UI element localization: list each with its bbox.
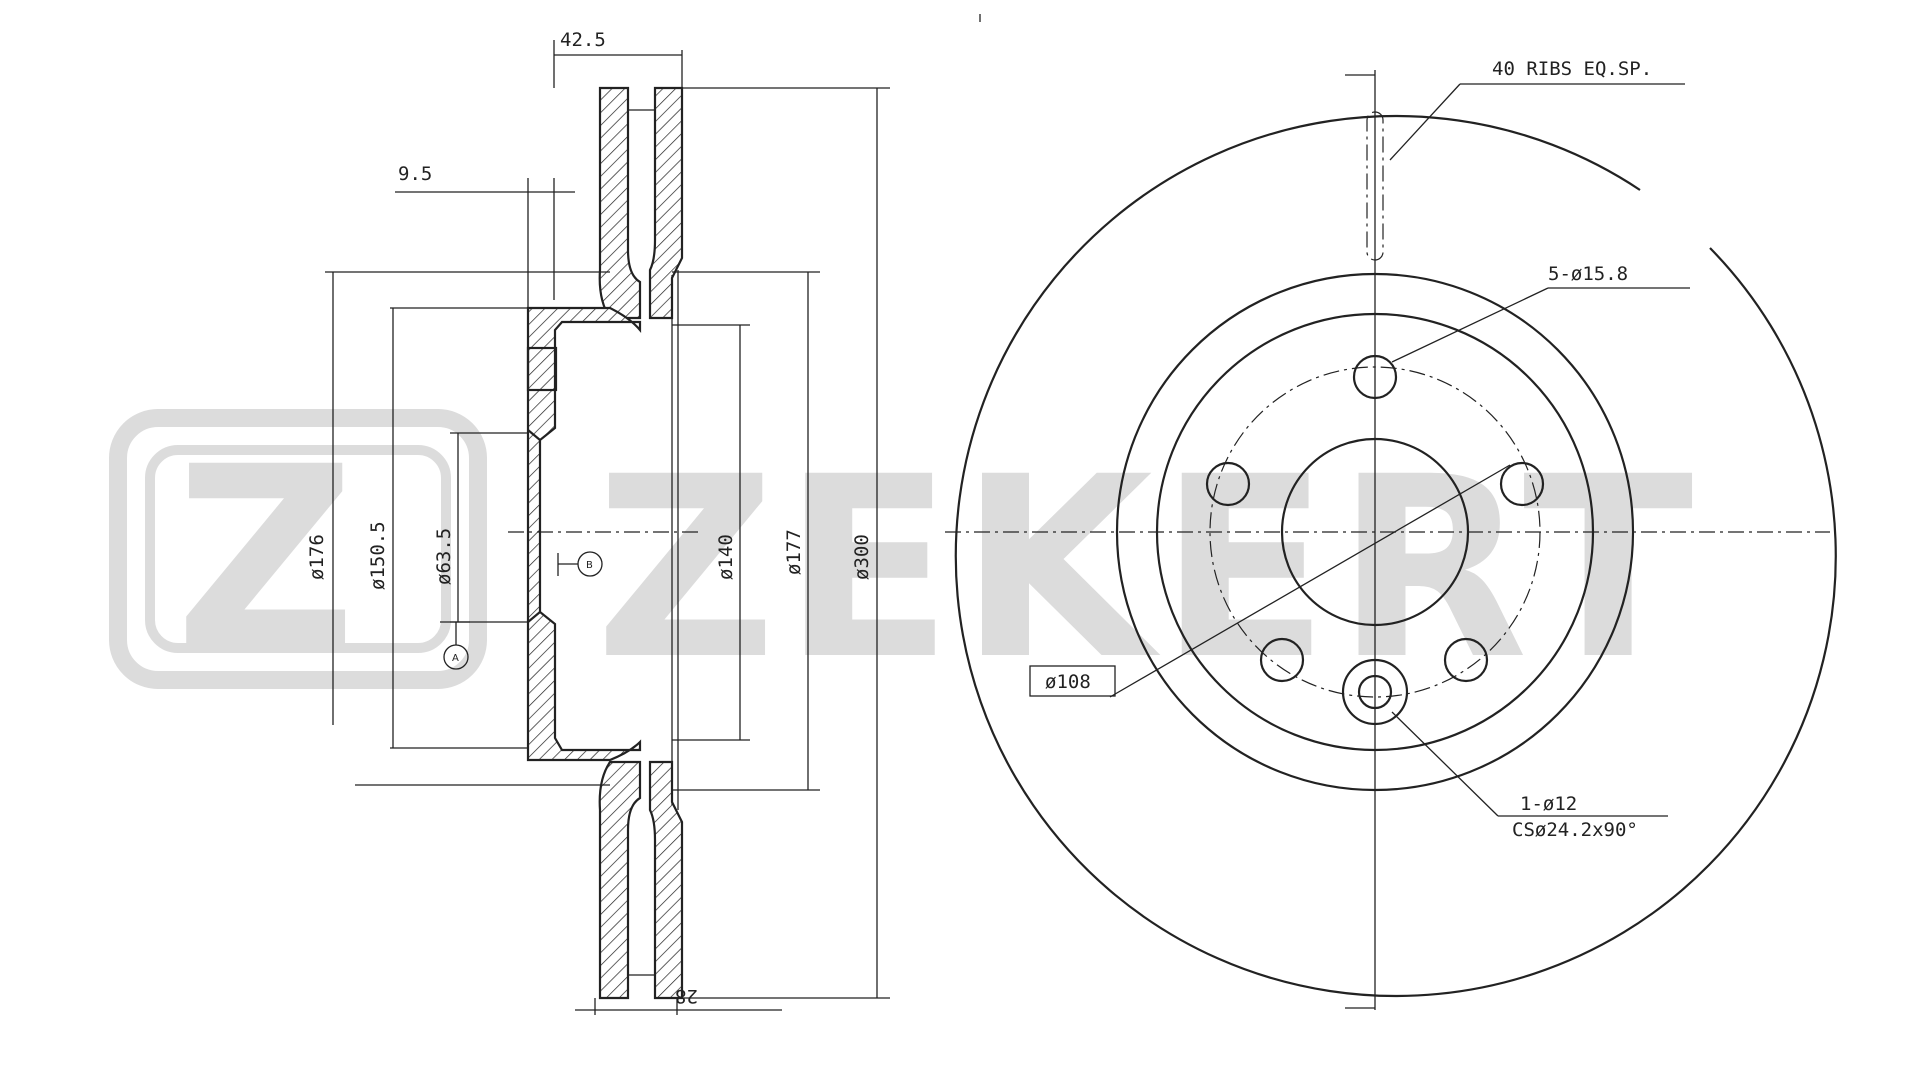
pcd-callout: ø108 <box>1045 671 1091 693</box>
bolt-hole <box>1205 461 1251 507</box>
bolt-hole <box>1259 637 1305 683</box>
section-bolt-hole <box>526 346 558 392</box>
datum-a-marker <box>443 644 469 670</box>
bolt-hole <box>1499 461 1545 507</box>
dim-d300: ø300 <box>851 534 873 580</box>
datum-b-label: B <box>586 560 593 571</box>
section-outer-ring-right <box>648 86 684 320</box>
disc-outer-edge <box>954 114 1837 998</box>
watermark-z-letter: Z <box>175 413 362 704</box>
screw-hole-callout: 1-ø12 <box>1520 793 1577 815</box>
front-view: 40 RIBS EQ.SP. 5-ø15.8 ø108 1-ø12 CSø24.… <box>945 14 1837 1010</box>
dim-hub-step: 9.5 <box>398 163 432 185</box>
bolt-hole <box>1443 637 1489 683</box>
datum-a-label: A <box>452 653 459 664</box>
section-outer-ring-left <box>598 86 642 320</box>
watermark-inner-frame <box>145 445 451 653</box>
section-outer-ring-left-bottom <box>598 760 642 1000</box>
watermark-text: ZEKERT <box>595 423 1699 714</box>
dim-d140: ø140 <box>715 534 737 580</box>
countersink-callout: CSø24.2x90° <box>1512 819 1638 841</box>
dim-offset-total: 42.5 <box>560 29 606 51</box>
pcd-callout-box <box>1029 665 1116 697</box>
dim-thickness: 28 <box>675 985 698 1007</box>
section-outer-ring-right-bottom <box>648 760 684 1000</box>
dim-d176: ø176 <box>306 534 328 580</box>
datum-b-marker <box>577 551 603 577</box>
ribs-callout: 40 RIBS EQ.SP. <box>1492 58 1652 80</box>
zekert-watermark: Z ZEKERT <box>109 409 1699 714</box>
dim-d63-5: ø63.5 <box>433 528 455 585</box>
dim-d177: ø177 <box>783 529 805 575</box>
section-view: 42.5 9.5 ø176 ø150.5 ø63.5 ø140 ø177 ø30… <box>306 29 890 1015</box>
watermark-frame <box>109 409 487 689</box>
bolt-holes-callout: 5-ø15.8 <box>1548 263 1628 285</box>
dim-d150-5: ø150.5 <box>367 521 389 590</box>
